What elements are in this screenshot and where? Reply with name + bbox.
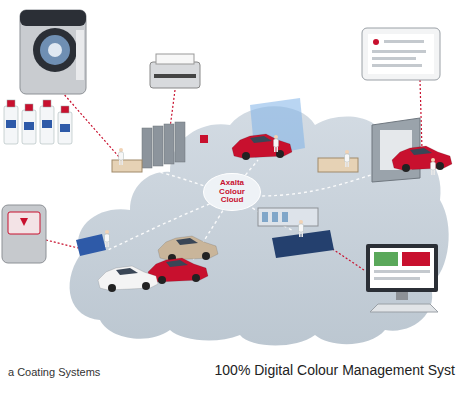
system-title: 100% Digital Colour Management Syst [215,362,455,378]
company-name: a Coating Systems [8,366,100,378]
node-text: Axalta Colour Cloud [212,179,252,204]
cloud-hub: Axalta Colour Cloud [203,173,261,211]
